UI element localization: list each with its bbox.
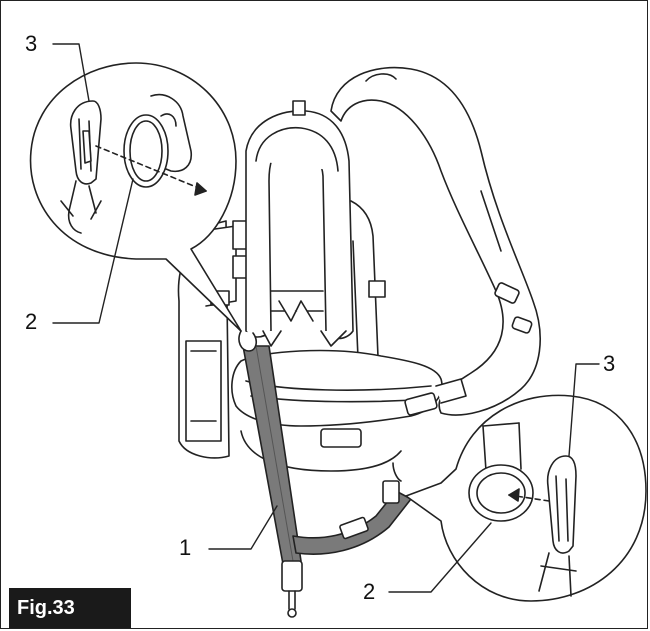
callout-shoulder-strap: 1 [179,535,192,560]
snap-hook-3-bottom [546,455,577,554]
callout-snap-hook-top-left: 3 [25,31,38,56]
callout-ring-bottom-right: 2 [363,579,376,604]
callout-ring-top-left: 2 [25,309,38,334]
rear-shoulder-strap [330,66,541,416]
leader-lines [52,43,600,593]
shoulder-strap-1 [238,330,412,618]
callout-snap-hook-bottom-right: 3 [603,351,616,376]
detail-circle-bottom-right [405,394,647,602]
detail-circle-top-left [29,62,242,332]
figure-label: Fig.33 [9,588,131,628]
